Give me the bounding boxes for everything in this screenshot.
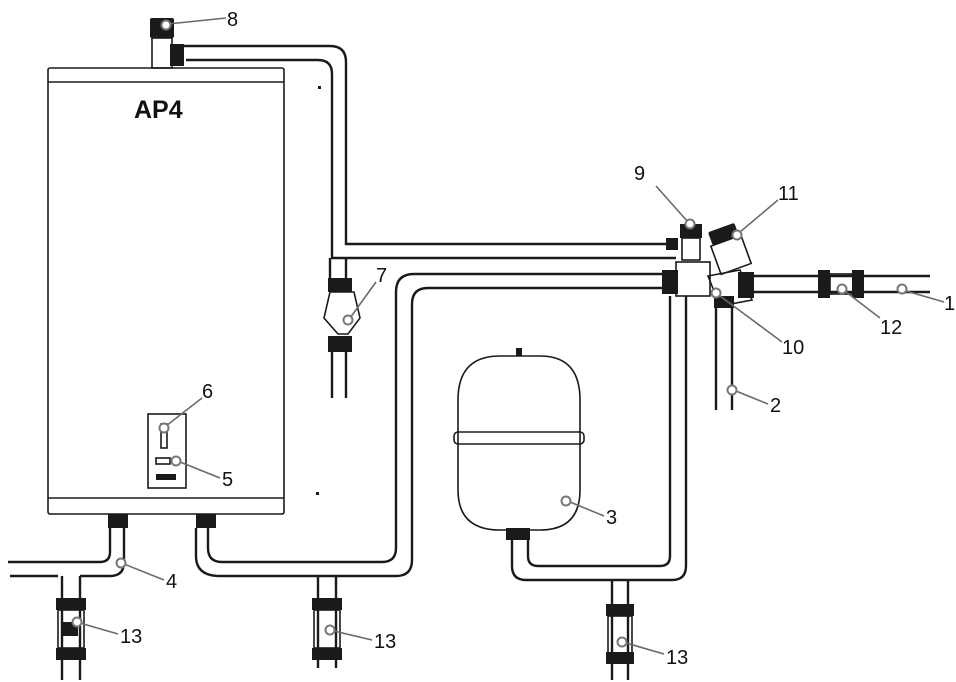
callout-1-dot	[896, 283, 908, 295]
tee-plug	[666, 238, 678, 250]
callout-13-right: 13	[616, 636, 688, 669]
callout-12-label: 12	[880, 317, 902, 339]
air-vent-9-cap	[680, 224, 702, 238]
stop-valve-right-nut	[852, 270, 864, 298]
vessel-fitting	[506, 528, 530, 540]
callout-13-left: 13	[71, 616, 142, 648]
callout-6-dot	[158, 422, 170, 434]
callout-11: 11	[731, 183, 799, 241]
callout-5: 5	[170, 455, 233, 491]
callout-7-dot	[342, 314, 354, 326]
callout-2-label: 2	[770, 395, 781, 417]
callout-5-dot	[170, 455, 182, 467]
safety-valve-outlet-nut	[170, 44, 184, 66]
callout-13-middle-label: 13	[374, 631, 396, 653]
callout-7-label: 7	[376, 265, 387, 287]
callouts: 8 7 6 5 4 13 13	[71, 9, 955, 669]
iso-right-bottom-nut	[606, 652, 634, 664]
callout-8-dot	[160, 19, 172, 31]
callout-13-middle: 13	[324, 624, 396, 653]
inlet-fitting-right	[196, 514, 216, 528]
isolation-valve-13-middle	[312, 598, 342, 660]
air-vent-9-body	[681, 237, 701, 261]
check-valve-bottom-nut	[328, 336, 352, 352]
drain-connection-nut	[714, 296, 734, 308]
stop-valve-12	[818, 270, 864, 298]
vessel-band	[453, 431, 585, 445]
callout-6: 6	[158, 381, 213, 434]
indicator-slot	[156, 474, 176, 480]
callout-12: 12	[836, 283, 902, 339]
callout-13-left-label: 13	[120, 626, 142, 648]
callout-9-dot	[684, 218, 696, 230]
vessel-shell	[457, 355, 581, 531]
pressure-reducer-cap	[708, 223, 739, 245]
pipe-top-riser	[178, 44, 676, 246]
pipe-top-riser-inner	[186, 58, 676, 260]
pipe-outlet-4	[8, 528, 126, 578]
tee-body	[675, 261, 711, 297]
boiler-unit: AP4	[47, 67, 321, 528]
iso-mid-top-nut	[312, 598, 342, 610]
callout-13-right-label: 13	[666, 647, 688, 669]
boiler-model-label: AP4	[134, 96, 183, 124]
callout-10: 10	[710, 287, 804, 359]
control-switch	[155, 457, 171, 465]
callout-4: 4	[115, 557, 177, 593]
pipe-to-check-valve	[328, 258, 348, 398]
pressure-reducer-body	[709, 234, 753, 276]
callout-6-label: 6	[202, 381, 213, 403]
iso-left-top-nut	[56, 598, 86, 610]
iso-left-bottom-nut	[56, 648, 86, 660]
callout-2: 2	[726, 384, 781, 417]
callout-10-dot	[710, 287, 722, 299]
pipe-drop-right	[610, 580, 630, 680]
pipe-network	[8, 44, 930, 680]
boiler-body	[47, 67, 285, 515]
callout-11-dot	[731, 229, 743, 241]
callout-7: 7	[342, 265, 387, 326]
callout-13-right-dot	[616, 636, 628, 648]
control-panel	[147, 413, 187, 489]
callout-8-label: 8	[227, 9, 238, 31]
check-valve-top-nut	[328, 278, 352, 292]
mount-dot-top	[318, 86, 321, 89]
callout-11-label: 11	[778, 183, 799, 205]
isolation-valve-13-left	[56, 598, 86, 660]
callout-12-dot	[836, 283, 848, 295]
pipe-expansion-vessel	[510, 296, 688, 582]
pressure-reducer-11	[708, 223, 753, 276]
outlet-fitting-left	[108, 514, 128, 528]
callout-9: 9	[634, 163, 696, 230]
callout-4-dot	[115, 557, 127, 569]
tee-left-nut	[662, 270, 678, 294]
safety-valve-body	[151, 37, 173, 69]
callout-3-dot	[560, 495, 572, 507]
expansion-vessel-3	[453, 348, 585, 540]
callout-3-label: 3	[606, 507, 617, 529]
pipe-cold-loop-outer	[206, 272, 668, 564]
callout-2-dot	[726, 384, 738, 396]
iso-right-top-nut	[606, 604, 634, 616]
callout-10-label: 10	[782, 337, 804, 359]
callout-9-label: 9	[634, 163, 645, 185]
callout-4-label: 4	[166, 571, 177, 593]
supply-connection-nut	[738, 272, 754, 298]
callout-5-label: 5	[222, 469, 233, 491]
check-valve-body	[323, 291, 361, 335]
callout-3: 3	[560, 495, 617, 529]
mount-dot-bottom	[316, 492, 319, 495]
pipe-cold-loop-inner	[194, 286, 668, 578]
isolation-valve-13-right	[606, 604, 634, 664]
callout-13-middle-dot	[324, 624, 336, 636]
stop-valve-left-nut	[818, 270, 830, 298]
check-valve-7	[323, 278, 361, 352]
callout-8: 8	[160, 9, 238, 31]
vessel-valve-cap	[516, 348, 522, 356]
iso-mid-bottom-nut	[312, 648, 342, 660]
callout-1-label: 1	[944, 293, 955, 315]
callout-1: 1	[896, 283, 955, 315]
callout-13-left-dot	[71, 616, 83, 628]
